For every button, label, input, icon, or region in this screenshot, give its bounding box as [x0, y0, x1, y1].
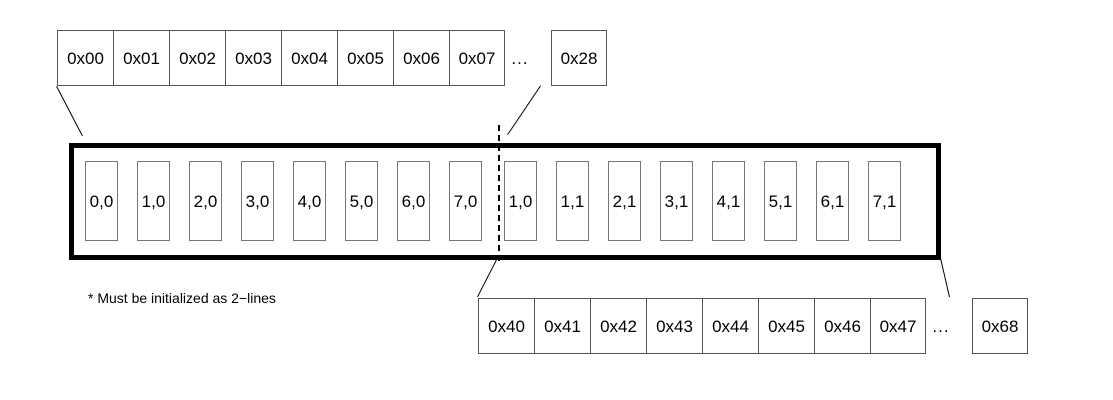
address-cell-tail: 0x68 [972, 298, 1028, 354]
address-cell: 0x02 [169, 30, 225, 86]
address-cell: 0x03 [225, 30, 281, 86]
line-cell-first-half: 7,0 [449, 161, 482, 241]
line-cell-first-half: 4,0 [293, 161, 326, 241]
address-cell: 0x40 [478, 298, 534, 354]
line-cell-first-half: 6,0 [397, 161, 430, 241]
leader-line-top-left [56, 86, 83, 137]
line-cell-second-half: 3,1 [660, 161, 693, 241]
address-cell-tail: 0x28 [551, 30, 607, 86]
line-cell-second-half: 1,1 [556, 161, 589, 241]
address-cell: 0x43 [646, 298, 702, 354]
line-cell-first-half: 3,0 [241, 161, 274, 241]
address-cell: 0x41 [534, 298, 590, 354]
address-cell: 0x44 [702, 298, 758, 354]
address-cell: 0x45 [758, 298, 814, 354]
address-cell: 0x06 [393, 30, 449, 86]
line-cell-second-half: 1,0 [504, 161, 537, 241]
line-cell-first-half: 5,0 [345, 161, 378, 241]
line-cell-first-half: 2,0 [189, 161, 222, 241]
address-range-ellipsis: ... [932, 316, 950, 336]
leader-line-bottom-left [477, 257, 498, 297]
initialization-note: * Must be initialized as 2−lines [88, 290, 276, 306]
line-split-divider [498, 125, 500, 261]
address-range-ellipsis: ... [511, 48, 529, 68]
line-cell-second-half: 2,1 [608, 161, 641, 241]
line-cell-second-half: 4,1 [712, 161, 745, 241]
line-cell-second-half: 6,1 [816, 161, 849, 241]
address-cell: 0x05 [337, 30, 393, 86]
address-cell: 0x42 [590, 298, 646, 354]
line-cell-first-half: 1,0 [137, 161, 170, 241]
line-cell-first-half: 0,0 [85, 161, 118, 241]
line-cell-second-half: 5,1 [764, 161, 797, 241]
address-cell: 0x07 [449, 30, 505, 86]
address-cell: 0x00 [57, 30, 113, 86]
address-cell: 0x47 [870, 298, 926, 354]
address-cell: 0x04 [281, 30, 337, 86]
line-cell-second-half: 7,1 [868, 161, 901, 241]
address-cell: 0x01 [113, 30, 169, 86]
address-cell: 0x46 [814, 298, 870, 354]
leader-line-bottom-right [940, 258, 950, 298]
leader-line-top-right [507, 85, 541, 135]
